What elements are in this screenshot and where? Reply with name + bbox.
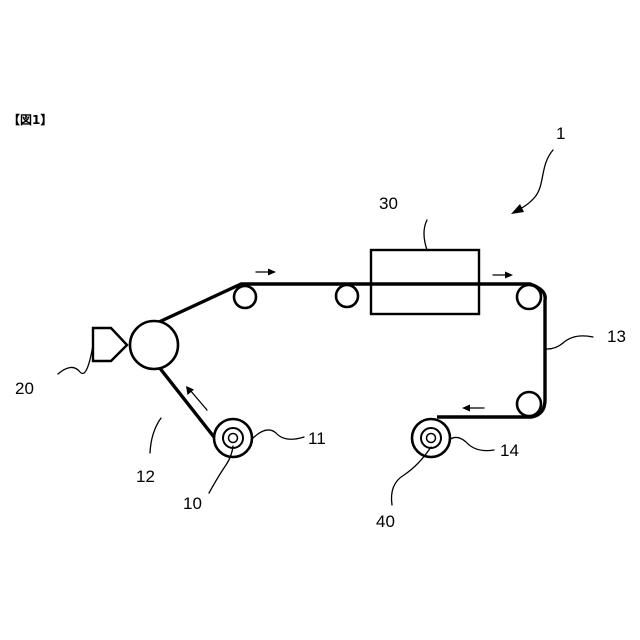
arrow-right-icon [493, 272, 513, 279]
label-unit-30: 30 [379, 194, 398, 213]
arrow-right-icon [256, 269, 276, 276]
figure-caption: 【図1】 [8, 112, 52, 127]
label-nozzle-20: 20 [15, 379, 34, 398]
idler-roller-2 [336, 285, 358, 307]
leader-line-30 [424, 220, 427, 250]
leader-line-13 [547, 336, 593, 349]
turn-roller-lower [517, 392, 541, 416]
rewind-roll [412, 419, 450, 457]
idler-roller-1 [234, 286, 256, 308]
guide-roller-large [130, 321, 178, 369]
leader-line-40 [392, 447, 432, 505]
unwind-roll [214, 419, 252, 457]
nozzle-shape [93, 328, 127, 361]
leader-line-20 [58, 345, 93, 374]
processing-unit-box [371, 250, 479, 314]
web-path [133, 284, 545, 437]
label-core-11: 11 [308, 429, 326, 448]
leader-line-11 [253, 430, 304, 439]
label-core-14: 14 [500, 441, 519, 460]
reference-arrow-icon [511, 150, 553, 214]
label-rewind-roll-40: 40 [376, 512, 395, 531]
label-web-13: 13 [607, 327, 626, 346]
label-web-12: 12 [136, 467, 155, 486]
arrow-left-icon [462, 405, 484, 412]
turn-roller-upper [517, 285, 541, 309]
leader-line-14 [449, 437, 494, 450]
leader-line-12 [150, 418, 161, 453]
label-device-1: 1 [556, 124, 565, 143]
label-unwind-roll-10: 10 [183, 494, 202, 513]
